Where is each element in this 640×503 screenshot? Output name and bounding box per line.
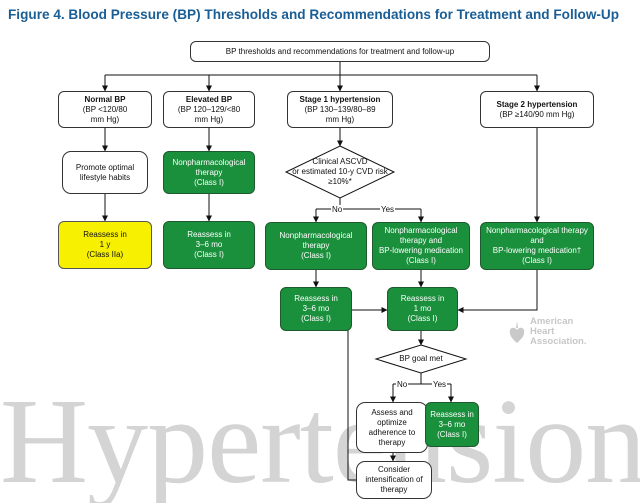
normal-reassess-box: Reassess in 1 y (Class IIa): [58, 221, 152, 269]
elevated-nonpharm-therapy-box: Nonpharmacological therapy (Class I): [163, 151, 255, 194]
stage2-medication-box: Nonpharmacological therapy and BP-loweri…: [480, 222, 594, 270]
elevated-reassess-box: Reassess in 3–6 mo (Class I): [163, 221, 255, 269]
goal-no-label: No: [396, 380, 409, 389]
ascvd-no-label: No: [331, 205, 344, 214]
stage1-no-nonpharm-box: Nonpharmacological therapy (Class I): [265, 222, 367, 270]
aha-logo-text: American Heart Association.: [530, 316, 587, 347]
bp-thresholds-header-box: BP thresholds and recommendations for tr…: [190, 41, 490, 62]
ascvd-risk-decision: Clinical ASCVD or estimated 10-y CVD ris…: [292, 157, 388, 186]
heart-torch-icon: [509, 321, 525, 343]
stage1-yes-medication-box: Nonpharmacological therapy and BP-loweri…: [372, 222, 470, 270]
consider-intensification-box: Consider intensification of therapy: [356, 461, 432, 499]
normal-bp-box: Normal BP (BP <120/80 mm Hg): [58, 91, 152, 128]
assess-adherence-box: Assess and optimize adherence to therapy: [356, 402, 428, 453]
goal-met-reassess-box: Reassess in 3–6 mo (Class I): [425, 402, 479, 447]
stage2-hypertension-box: Stage 2 hypertension (BP ≥140/90 mm Hg): [480, 91, 594, 128]
ascvd-yes-label: Yes: [380, 205, 396, 214]
figure-title: Figure 4. Blood Pressure (BP) Thresholds…: [8, 7, 620, 22]
bp-goal-decision: BP goal met: [399, 354, 443, 363]
elevated-bp-box: Elevated BP (BP 120–129/<80 mm Hg): [163, 91, 255, 128]
stage1-hypertension-box: Stage 1 hypertension (BP 130–139/80–89 m…: [287, 91, 393, 128]
promote-lifestyle-box: Promote optimal lifestyle habits: [62, 151, 148, 194]
stage1-no-reassess-box: Reassess in 3–6 mo (Class I): [280, 287, 352, 331]
watermark-text: Hypertension: [0, 380, 640, 503]
stage1-yes-reassess-box: Reassess in 1 mo (Class I): [387, 287, 458, 331]
goal-yes-label: Yes: [432, 380, 448, 389]
aha-logo: American Heart Association.: [508, 317, 587, 347]
